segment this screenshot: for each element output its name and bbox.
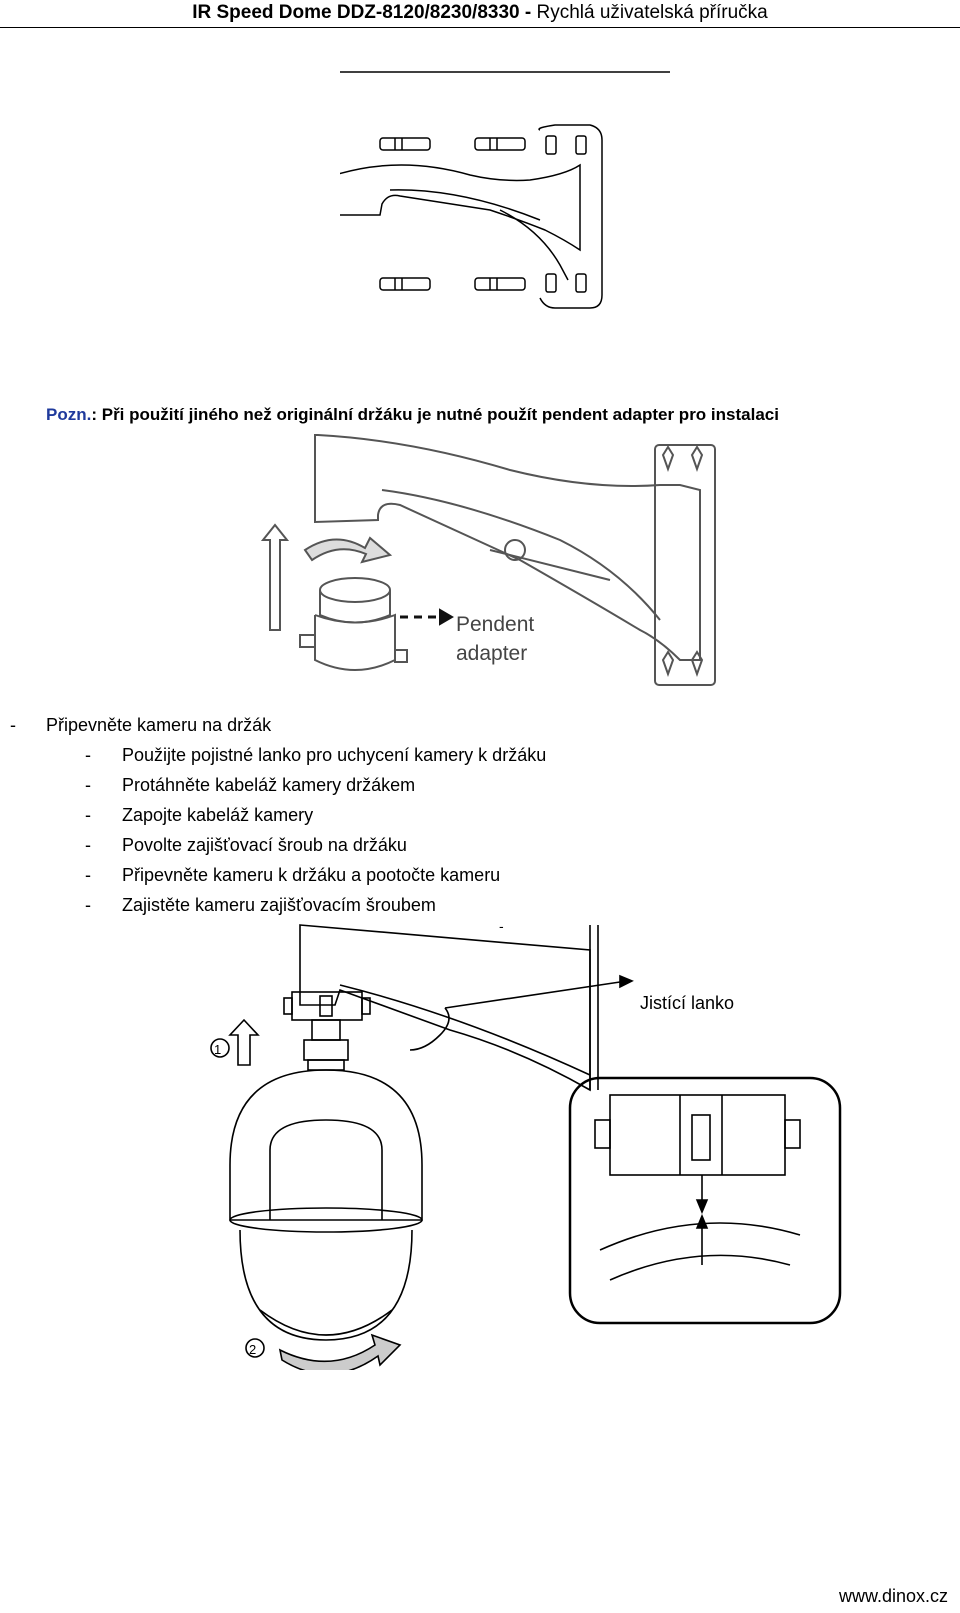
pendent-label-line2: adapter bbox=[456, 642, 528, 665]
note-prefix: Pozn. bbox=[46, 405, 92, 424]
main-step: Připevněte kameru na držák bbox=[46, 715, 272, 735]
substep-dash: - bbox=[85, 895, 91, 915]
pendent-adapter-note: Pozn.: Při použití jiného než originální… bbox=[46, 405, 779, 425]
step1-number: 1 bbox=[214, 1042, 221, 1057]
substep-1: Použijte pojistné lanko pro uchycení kam… bbox=[122, 745, 547, 765]
step2-number: 2 bbox=[249, 1342, 256, 1357]
wall-bracket-figure bbox=[340, 71, 670, 309]
substep-6: Zajistěte kameru zajišťovacím šroubem bbox=[122, 895, 436, 915]
substep-3: Zapojte kabeláž kamery bbox=[122, 805, 314, 825]
note-text: : Při použití jiného než originální držá… bbox=[91, 405, 779, 424]
substep-dash: - bbox=[85, 745, 91, 765]
substep-2: Protáhněte kabeláž kamery držákem bbox=[122, 775, 416, 795]
header-subtitle: Rychlá uživatelská příručka bbox=[531, 2, 768, 23]
substep-dash: - bbox=[85, 775, 91, 795]
safety-cable-label: Jistící lanko bbox=[640, 993, 735, 1013]
pendent-adapter-label: Pendent adapter bbox=[456, 610, 534, 668]
pendent-label-line1: Pendent bbox=[456, 613, 535, 636]
page-header: IR Speed Dome DDZ-8120/8230/8330 - Rychl… bbox=[0, 2, 960, 24]
stray-mark: - bbox=[499, 918, 504, 934]
substep-dash: - bbox=[85, 865, 91, 885]
pendent-adapter-figure bbox=[260, 434, 716, 686]
header-rule bbox=[0, 27, 960, 28]
substep-5: Připevněte kameru k držáku a pootočte ka… bbox=[122, 865, 501, 885]
footer-url[interactable]: www.dinox.cz bbox=[838, 1586, 948, 1606]
dome-camera-mounting-figure: 1 2 bbox=[210, 924, 842, 1370]
substep-4: Povolte zajišťovací šroub na držáku bbox=[122, 835, 407, 855]
main-step-dash: - bbox=[10, 715, 16, 735]
substep-dash: - bbox=[85, 835, 91, 855]
substep-dash: - bbox=[85, 805, 91, 825]
header-model: IR Speed Dome DDZ-8120/8230/8330 - bbox=[192, 2, 532, 23]
